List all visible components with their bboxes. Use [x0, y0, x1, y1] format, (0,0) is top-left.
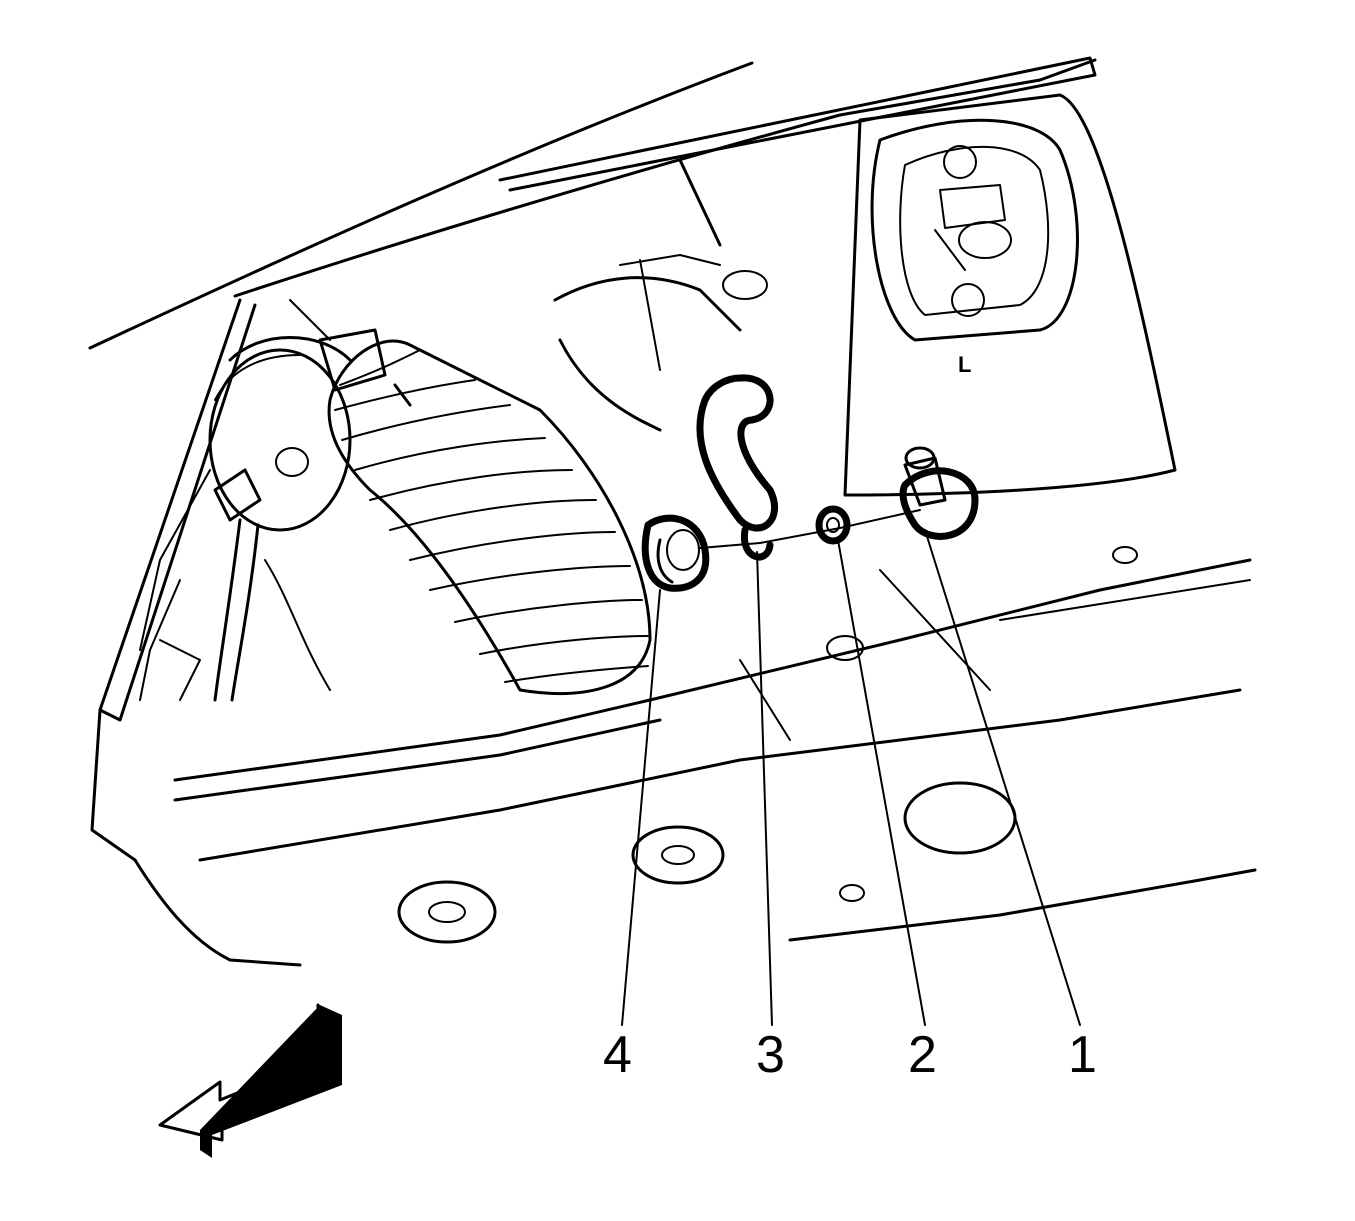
direction-arrow-icon	[158, 1003, 342, 1158]
left-fender	[90, 298, 257, 862]
callout-3: 3	[756, 1026, 785, 1084]
component-3-cable-bracket	[696, 374, 779, 561]
hood-panel	[88, 56, 1097, 350]
callout-1: 1	[1068, 1026, 1097, 1084]
intake-duct	[553, 254, 768, 432]
component-4-grommet	[641, 514, 710, 592]
wiring-harness	[139, 468, 331, 702]
callout-4: 4	[603, 1026, 632, 1084]
strut-tower	[208, 336, 352, 532]
steering-gear-boot	[289, 299, 652, 695]
bracket-panel: L	[843, 93, 1177, 497]
component-2-nut	[815, 505, 851, 545]
callout-2: 2	[908, 1026, 937, 1084]
lower-frame	[133, 558, 1257, 967]
component-1-outer-seal	[899, 446, 979, 540]
side-marker-label: L	[958, 352, 971, 377]
release-cable-rod	[699, 509, 921, 549]
leader-lines	[621, 529, 1081, 1026]
